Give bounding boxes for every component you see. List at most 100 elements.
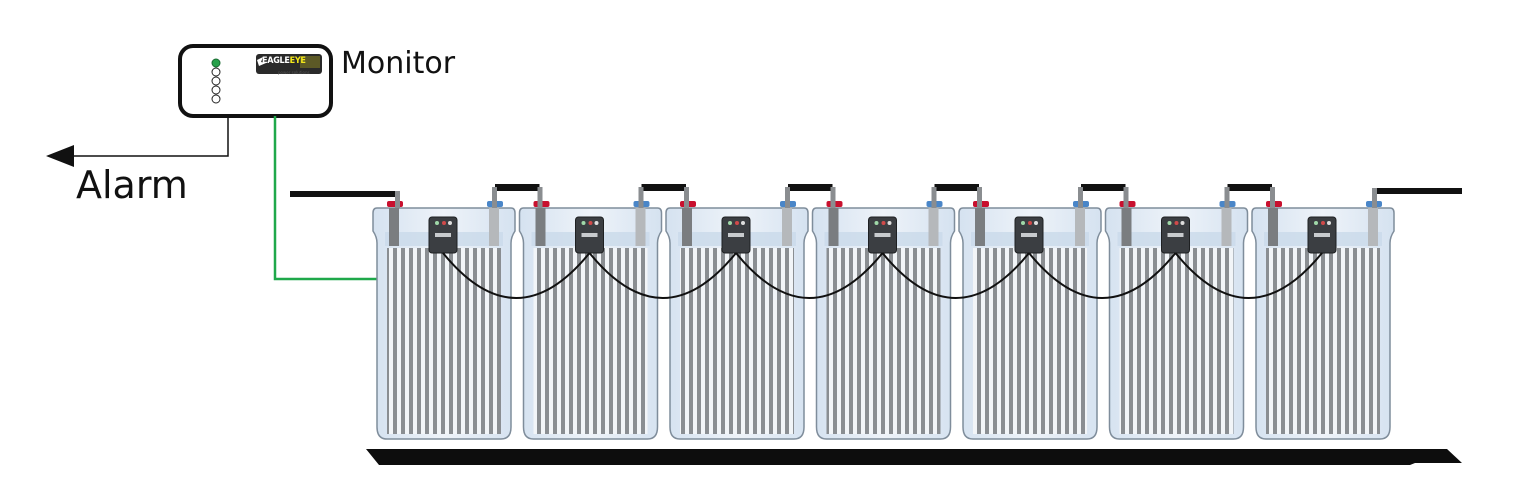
battery-cell	[811, 201, 956, 440]
sensor-led-icon	[588, 221, 593, 225]
busbar-post	[931, 187, 937, 208]
sensor-led-icon	[887, 221, 892, 225]
sensor-label	[435, 233, 451, 237]
alarm-label: Alarm	[76, 163, 188, 207]
status-led-3	[211, 76, 221, 86]
intercell-busbar	[1227, 184, 1272, 191]
status-led-2	[211, 67, 221, 77]
sensor-led-icon	[741, 221, 745, 225]
negative-post	[635, 208, 646, 246]
sensor-led-icon	[728, 221, 732, 225]
negative-post	[1221, 208, 1232, 246]
sensor-label	[581, 233, 598, 237]
sensor-led-icon	[594, 221, 599, 225]
sensor-led-icon	[1028, 221, 1032, 225]
sensor-label	[1167, 233, 1184, 237]
sensor-led-icon	[874, 221, 879, 225]
battery-rack	[366, 449, 1462, 465]
busbar-post	[785, 187, 790, 208]
alarm-arrow-icon	[46, 145, 74, 167]
cell-plates	[533, 248, 648, 434]
sensor-daisy-wire	[1174, 252, 1323, 299]
sensor-daisy-wire	[735, 252, 884, 299]
busbar-post	[977, 187, 982, 208]
intercell-busbar	[1081, 184, 1126, 191]
cell-plates	[826, 248, 941, 434]
logo-tagline: power solutions	[278, 70, 310, 75]
battery-cell	[665, 201, 809, 440]
intercell-busbar	[788, 184, 833, 191]
battery-string	[372, 201, 1395, 440]
busbar-post	[830, 187, 836, 208]
busbar-post	[1123, 187, 1129, 208]
cell-plates	[387, 248, 501, 434]
sensor-led-icon	[1034, 221, 1038, 225]
lead-post	[395, 191, 400, 208]
logo-brand-b: EYE	[289, 56, 306, 66]
intercell-links	[290, 184, 1462, 208]
sensor-led-icon	[1021, 221, 1025, 225]
sensor-led-icon	[735, 221, 739, 225]
sensor-daisy-wire	[442, 252, 591, 299]
alarm-output	[46, 116, 229, 167]
eagle-icon	[257, 57, 266, 66]
battery-cell	[958, 201, 1102, 440]
busbar-post	[638, 187, 644, 208]
busbar-post	[1224, 187, 1230, 208]
sensor-led-icon	[1314, 221, 1318, 225]
negative-post	[1368, 208, 1378, 246]
intercell-busbar	[495, 184, 540, 191]
positive-post	[975, 208, 985, 246]
sensor-daisy-wire	[881, 252, 1030, 299]
positive-post	[1121, 208, 1132, 246]
sensor-led-icon	[435, 221, 439, 225]
positive-post	[828, 208, 839, 246]
sensor-label	[1021, 233, 1037, 237]
busbar-post	[1078, 187, 1083, 208]
intercell-busbar	[934, 184, 979, 191]
sensor-daisy-wire	[588, 252, 737, 299]
status-led-5	[211, 94, 221, 104]
sensor-wires	[442, 252, 1323, 299]
positive-post	[535, 208, 546, 246]
positive-post	[389, 208, 399, 246]
sensor-led-icon	[1167, 221, 1172, 225]
logo-eye-block	[300, 56, 320, 68]
status-led-green	[211, 58, 221, 68]
cell-plates	[1266, 248, 1380, 434]
monitor-unit	[178, 44, 333, 118]
sensor-label	[874, 233, 891, 237]
sensor-label	[728, 233, 744, 237]
battery-cell	[1104, 201, 1249, 440]
logo-brand-a: EAGLE	[262, 56, 290, 66]
sensor-label	[1314, 233, 1330, 237]
battery-cell	[518, 201, 663, 440]
sensor-led-icon	[581, 221, 586, 225]
logo-wordmark: EAGLEEYE	[262, 56, 320, 72]
sensor-led-icon	[881, 221, 886, 225]
sensor-led-icon	[442, 221, 446, 225]
positive-post	[1268, 208, 1278, 246]
positive-post	[682, 208, 692, 246]
negative-post	[489, 208, 499, 246]
sensor-led-icon	[1180, 221, 1185, 225]
busbar-post	[537, 187, 543, 208]
cell-plates	[973, 248, 1087, 434]
busbar-post	[684, 187, 689, 208]
negative-post	[782, 208, 792, 246]
sensor-daisy-wire	[1028, 252, 1177, 299]
string-lead-negative	[1374, 188, 1462, 194]
lead-post	[1372, 188, 1377, 208]
intercell-busbar	[641, 184, 686, 191]
string-lead-positive	[290, 191, 398, 197]
monitor-label: Monitor	[341, 46, 456, 81]
battery-cell	[1251, 201, 1395, 440]
sensor-led-icon	[448, 221, 452, 225]
negative-post	[1075, 208, 1085, 246]
cell-plates	[1119, 248, 1234, 434]
logo-badge	[256, 54, 322, 74]
alarm-wire	[70, 116, 229, 157]
cell-plates	[680, 248, 794, 434]
negative-post	[928, 208, 939, 246]
